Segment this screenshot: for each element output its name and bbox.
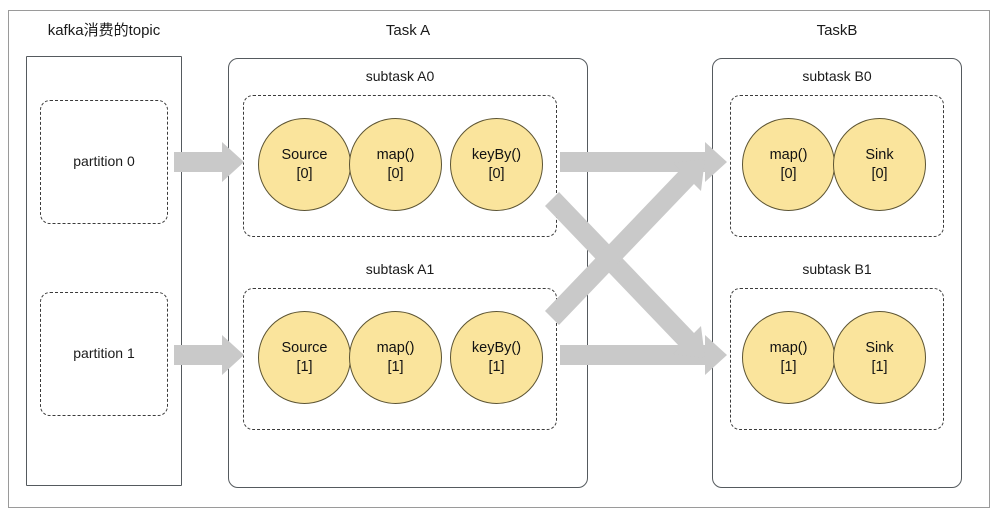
operator-map-a1: map() [1] <box>349 311 442 404</box>
subtask-a1-caption: subtask A1 <box>365 261 435 277</box>
subtask-b0-box <box>730 95 944 237</box>
task-b-box <box>712 58 962 488</box>
subtask-b0-caption: subtask B0 <box>802 68 872 84</box>
operator-map-b0: map() [0] <box>742 118 835 211</box>
operator-name: Source <box>281 146 328 163</box>
operator-keyby-a0: keyBy() [0] <box>450 118 543 211</box>
operator-name: map() <box>769 146 808 163</box>
operator-source-a0: Source [0] <box>258 118 351 211</box>
partition-1-box <box>40 292 168 416</box>
subtask-b1-caption: subtask B1 <box>802 261 872 277</box>
kafka-topic-title: kafka消费的topic <box>47 22 161 39</box>
operator-index: [1] <box>871 358 888 375</box>
operator-sink-b1: Sink [1] <box>833 311 926 404</box>
operator-index: [1] <box>780 358 797 375</box>
operator-index: [1] <box>296 358 313 375</box>
task-b-title: TaskB <box>816 22 858 39</box>
operator-index: [0] <box>387 165 404 182</box>
operator-name: Sink <box>865 146 894 163</box>
kafka-topic-box <box>26 56 182 486</box>
operator-name: keyBy() <box>471 339 522 356</box>
operator-index: [0] <box>871 165 888 182</box>
subtask-b1-box <box>730 288 944 430</box>
partition-0-box <box>40 100 168 224</box>
operator-keyby-a1: keyBy() [1] <box>450 311 543 404</box>
operator-name: Source <box>281 339 328 356</box>
operator-index: [1] <box>387 358 404 375</box>
subtask-a0-caption: subtask A0 <box>365 68 435 84</box>
operator-index: [0] <box>488 165 505 182</box>
partition-1-label: partition 1 <box>73 345 135 361</box>
operator-name: map() <box>769 339 808 356</box>
operator-name: map() <box>376 146 415 163</box>
operator-map-b1: map() [1] <box>742 311 835 404</box>
operator-sink-b0: Sink [0] <box>833 118 926 211</box>
operator-index: [0] <box>780 165 797 182</box>
operator-map-a0: map() [0] <box>349 118 442 211</box>
operator-source-a1: Source [1] <box>258 311 351 404</box>
operator-name: Sink <box>865 339 894 356</box>
operator-index: [1] <box>488 358 505 375</box>
operator-name: map() <box>376 339 415 356</box>
task-a-title: Task A <box>385 22 431 39</box>
operator-name: keyBy() <box>471 146 522 163</box>
partition-0-label: partition 0 <box>73 153 135 169</box>
operator-index: [0] <box>296 165 313 182</box>
